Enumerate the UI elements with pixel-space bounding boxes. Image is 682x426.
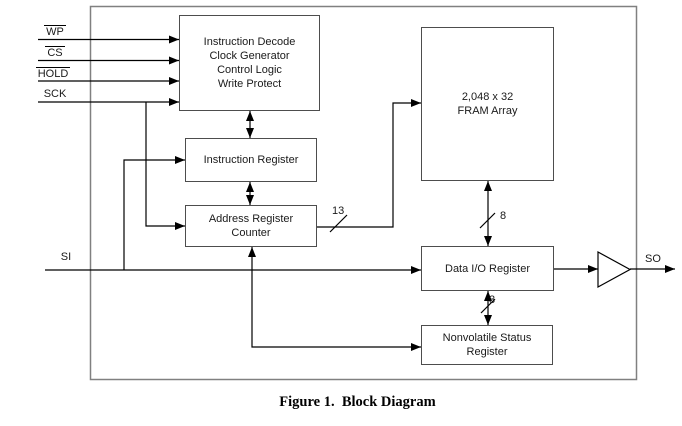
block-label-line: Write Protect [217, 78, 282, 90]
signal-label-text: SI [60, 251, 72, 263]
signal-label-so: SO [640, 253, 666, 265]
sck-address-branch-wire [145, 102, 185, 230]
block-label-line: 2,048 x 32 [461, 91, 514, 103]
block-label-line: Nonvolatile Status [442, 332, 532, 344]
signal-label-text: WP [44, 25, 66, 38]
signal-label-wp: WP [40, 25, 70, 38]
si-instruction-branch-wire [123, 156, 185, 270]
block-label-line: Address Register [208, 213, 294, 225]
block-address-register-counter: Address Register Counter [185, 205, 317, 247]
block-nonvolatile-status-register: Nonvolatile Status Register [421, 325, 553, 365]
block-label-line: Register [466, 346, 508, 358]
figure-caption: Figure 1. Block Diagram [279, 394, 436, 410]
signal-label-si: SI [54, 251, 78, 263]
block-instruction-decode: Instruction Decode Clock Generator Contr… [179, 15, 320, 111]
address-bus-slash-icon [329, 214, 348, 233]
signal-label-cs: CS [40, 46, 70, 59]
data-bus-slash-icon [479, 212, 496, 229]
block-instruction-register: Instruction Register [185, 138, 317, 182]
address-bus-wire [317, 99, 421, 228]
signal-label-hold: HOLD [33, 67, 73, 80]
signal-label-text: SCK [43, 88, 67, 100]
signal-label-text: HOLD [35, 67, 71, 80]
bus-width-label-data: 8 [500, 210, 507, 222]
block-label-line: Instruction Register [203, 154, 299, 166]
bus-width-label-address: 13 [332, 205, 345, 217]
block-label-line: Data I/O Register [445, 262, 530, 275]
chip-outer-border [89, 5, 638, 381]
si-status-branch-wire [251, 270, 421, 351]
signal-label-text: SO [645, 253, 661, 265]
block-label-line: FRAM Array [457, 105, 518, 117]
signal-label-text: CS [45, 46, 65, 59]
status-bus-slash-icon [480, 298, 496, 314]
block-label-line: Counter [231, 227, 271, 239]
block-label-line: Clock Generator [209, 50, 290, 62]
block-data-io-register: Data I/O Register [421, 246, 554, 291]
block-label-line: Control Logic [217, 64, 282, 76]
bus-width-label-status: 3 [489, 294, 496, 306]
block-fram-array: 2,048 x 32 FRAM Array [421, 27, 554, 181]
output-buffer-triangle-icon [597, 250, 632, 289]
block-label-line: Instruction Decode [203, 36, 296, 48]
signal-label-sck: SCK [38, 88, 72, 100]
